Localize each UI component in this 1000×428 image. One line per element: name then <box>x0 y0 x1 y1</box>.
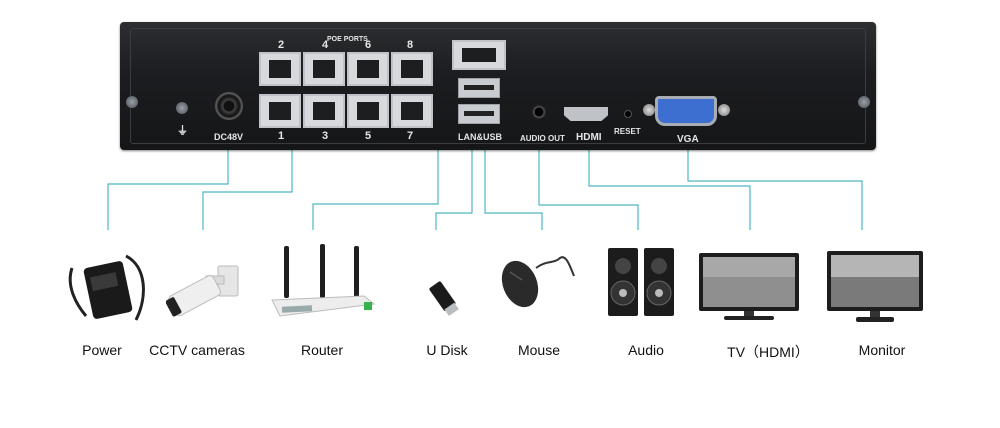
vga-screw <box>643 104 655 116</box>
line-tv <box>588 147 751 230</box>
poe-port <box>303 52 345 86</box>
port-number: 2 <box>278 39 285 51</box>
line-udisk <box>435 145 473 230</box>
device-label-router: Router <box>300 342 344 358</box>
port-number: 3 <box>322 130 329 142</box>
vga-label: VGA <box>677 134 699 145</box>
device-label-audio: Audio <box>628 342 664 358</box>
chassis-screw-left <box>126 96 138 108</box>
device-label-monitor: Monitor <box>858 342 906 358</box>
lan-usb-label: LAN&USB <box>458 132 502 142</box>
port-number: 5 <box>365 130 372 142</box>
ground-screw <box>176 102 188 114</box>
line-cctv <box>202 135 293 230</box>
device-label-udisk: U Disk <box>426 342 468 358</box>
reset-label: RESET <box>614 127 641 136</box>
poe-port <box>391 52 433 86</box>
port-number: 1 <box>278 130 285 142</box>
vga-screw <box>718 104 730 116</box>
router-icon <box>271 244 376 317</box>
usb-port-lower <box>458 104 500 124</box>
hdmi-label: HDMI <box>576 132 602 143</box>
line-mouse <box>484 145 543 230</box>
power-adapter-icon <box>68 254 145 321</box>
usb-port-upper <box>458 78 500 98</box>
poe-port <box>259 52 301 86</box>
poe-port <box>391 94 433 128</box>
audio-out-label: AUDIO OUT <box>520 134 565 143</box>
speaker-icon <box>608 248 674 316</box>
poe-ports-label: POE PORTS <box>327 36 368 43</box>
hdmi-port <box>564 107 608 121</box>
device-label-mouse: Mouse <box>517 342 561 358</box>
poe-port <box>303 94 345 128</box>
line-power <box>107 135 229 230</box>
reset-button <box>624 110 632 118</box>
port-number: 7 <box>407 130 414 142</box>
poe-port <box>347 94 389 128</box>
line-monitor <box>687 147 863 230</box>
line-audio <box>538 140 639 230</box>
device-label-tv: TV（HDMI） <box>727 344 809 360</box>
monitor-icon <box>827 251 923 322</box>
audio-out-jack <box>532 105 546 119</box>
poe-port <box>259 94 301 128</box>
usb-disk-icon <box>429 281 459 317</box>
port-number: 4 <box>322 39 329 51</box>
dc-power-jack <box>215 92 243 120</box>
ground-symbol: ⏚ <box>177 125 188 137</box>
device-label-power: Power <box>82 342 122 358</box>
mouse-icon <box>501 256 575 308</box>
port-number: 8 <box>407 39 414 51</box>
nvr-back-panel: ⏚ DC48V POE PORTS 2 4 6 8 1 3 5 7 LAN&US… <box>120 22 876 150</box>
vga-port <box>655 96 717 126</box>
cctv-camera-icon <box>166 265 239 317</box>
port-number: 6 <box>365 39 372 51</box>
device-label-cctv: CCTV cameras <box>149 342 245 358</box>
chassis-screw-right <box>858 96 870 108</box>
tv-icon <box>699 253 799 320</box>
dc-label: DC48V <box>214 132 244 142</box>
poe-port <box>347 52 389 86</box>
lan-port <box>452 40 506 70</box>
